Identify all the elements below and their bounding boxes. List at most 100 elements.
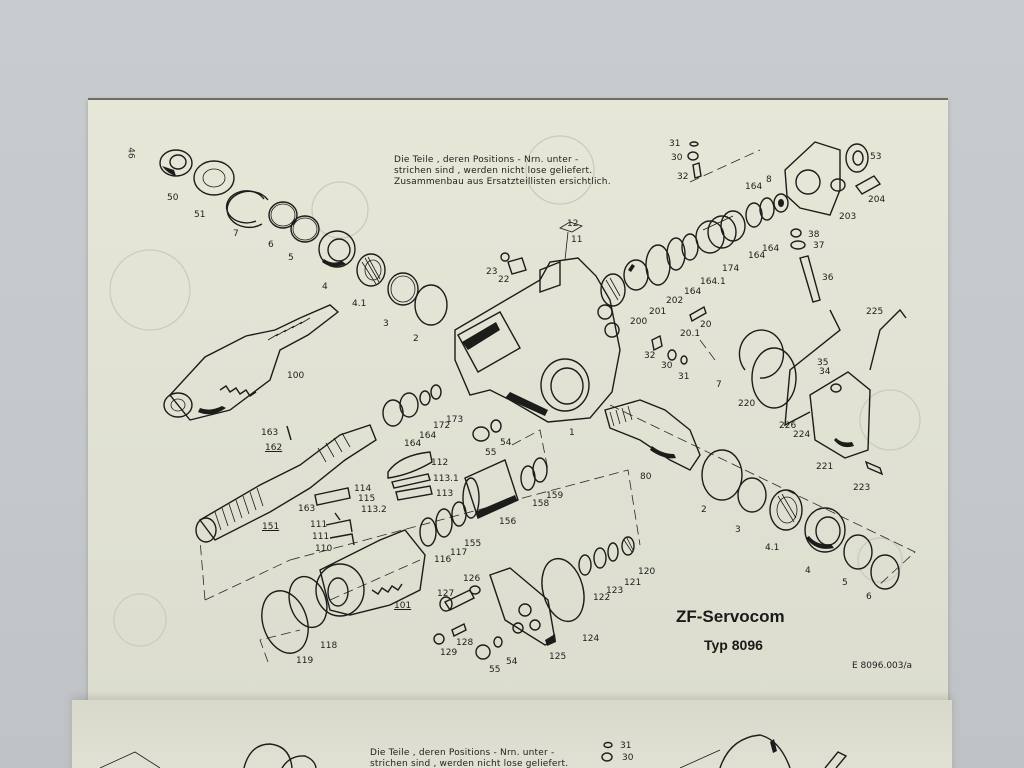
rings-164-173: [382, 384, 442, 427]
part-label: 201: [649, 307, 667, 317]
bearing-4.1b: [769, 489, 803, 531]
part-label: 5: [842, 578, 848, 588]
ring-164c: [745, 202, 763, 228]
part-label: 36: [822, 273, 834, 283]
part-label: 112: [431, 458, 449, 468]
lower-page-drawing: [99, 734, 848, 768]
part-label: 128: [456, 638, 474, 648]
part-label: 221: [816, 462, 834, 472]
part-label: 51: [194, 210, 206, 220]
part-label: 115: [358, 494, 376, 504]
next-page: [72, 700, 952, 768]
ring-5: [290, 215, 320, 243]
seal-4: [318, 230, 356, 268]
pin-20: [689, 305, 707, 323]
part-label: 126: [463, 574, 481, 584]
part-label: 155: [464, 539, 482, 549]
part-label: 122: [593, 593, 611, 603]
nut-38-washer-37: [790, 228, 806, 250]
seal-8: [773, 193, 789, 213]
plug-22: [500, 252, 527, 275]
ring-6: [268, 201, 298, 229]
nut-50: [159, 149, 193, 177]
part-label: 20.1: [680, 329, 701, 339]
ring-220: [751, 347, 797, 409]
part-label: 163: [298, 504, 316, 514]
valve-36: [799, 255, 821, 303]
part-label: 8: [766, 175, 772, 185]
seal-4b: [804, 507, 846, 553]
part-label: 6: [866, 592, 872, 602]
right-upper-parts: [600, 141, 882, 365]
part-label: 53: [870, 152, 882, 162]
sleeve-156: [419, 457, 548, 547]
part-label: 34: [819, 367, 831, 377]
note-line-2: strichen sind , werden nicht lose gelief…: [394, 166, 593, 176]
part-label: 164.1: [700, 277, 726, 287]
part-label: 11: [571, 235, 583, 245]
part-label: 32: [644, 351, 656, 361]
lower-note-line-1: Die Teile , deren Positions - Nrn. unter…: [370, 748, 555, 758]
snap-ring-7: [225, 190, 269, 228]
part-label: 80: [640, 472, 652, 482]
part-label: 7: [233, 229, 239, 239]
lower-label-31: 31: [620, 741, 632, 751]
right-lower-parts: [701, 449, 900, 590]
part-label: 223: [853, 483, 871, 493]
part-label: 3: [383, 319, 389, 329]
part-label: 226: [779, 421, 797, 431]
end-cover-125: [433, 567, 556, 660]
part-label: 123: [606, 586, 624, 596]
part-label: 6: [268, 240, 274, 250]
part-label: 225: [866, 307, 884, 317]
part-label: 164: [745, 182, 763, 192]
housing-1: [454, 221, 621, 423]
washer-54b: [493, 636, 503, 648]
bearing-200: [600, 273, 626, 307]
part-label: 54: [506, 657, 518, 667]
part-label: 101: [394, 601, 412, 611]
part-label: 162: [265, 443, 283, 453]
ring-3: [387, 272, 419, 306]
o-rings-118-119: [261, 575, 328, 654]
part-label: 224: [793, 430, 811, 440]
part-label: 55: [485, 448, 497, 458]
part-label: 2: [413, 334, 419, 344]
left-upper-parts: [159, 149, 448, 326]
ring-3b: [737, 477, 767, 513]
show-through-ghost: [109, 135, 921, 647]
part-label: 37: [813, 241, 825, 251]
product-title: ZF-Servocom: [676, 607, 785, 626]
part-label: 30: [671, 153, 683, 163]
cylinder-101: [315, 529, 426, 617]
cover-203: [784, 141, 846, 216]
ring-202: [645, 244, 671, 286]
part-label: 129: [440, 648, 458, 658]
seal-53: [845, 143, 869, 173]
valve-head-221: [809, 371, 871, 459]
part-label: 12: [567, 219, 579, 229]
product-type: Typ 8096: [704, 637, 763, 653]
part-label: 1: [569, 428, 575, 438]
part-label: 113: [436, 489, 454, 499]
piston-100: [163, 304, 340, 421]
plug-55b: [475, 644, 491, 660]
ring-2b: [701, 449, 743, 501]
assembly-guide-lines: [199, 149, 916, 663]
bolt-223: [864, 460, 884, 476]
part-label: 50: [167, 193, 179, 203]
nut-129: [433, 633, 445, 645]
part-label: 163: [261, 428, 279, 438]
part-label: 118: [320, 641, 338, 651]
ring-5b: [843, 534, 873, 570]
part-label: 3: [735, 525, 741, 535]
fittings-30-31-32: [687, 141, 702, 179]
lower-note-text: Die Teile , deren Positions - Nrn. unter…: [370, 748, 568, 768]
bearing-4.1: [356, 253, 386, 287]
part-label: 38: [808, 230, 820, 240]
part-label: 124: [582, 634, 600, 644]
part-label: 156: [499, 517, 517, 527]
note-text: Die Teile , deren Positions - Nrn. unter…: [394, 155, 611, 188]
lower-note-line-2: strichen sind , werden nicht lose gelief…: [370, 759, 569, 768]
valve-spool-151: [195, 424, 377, 543]
